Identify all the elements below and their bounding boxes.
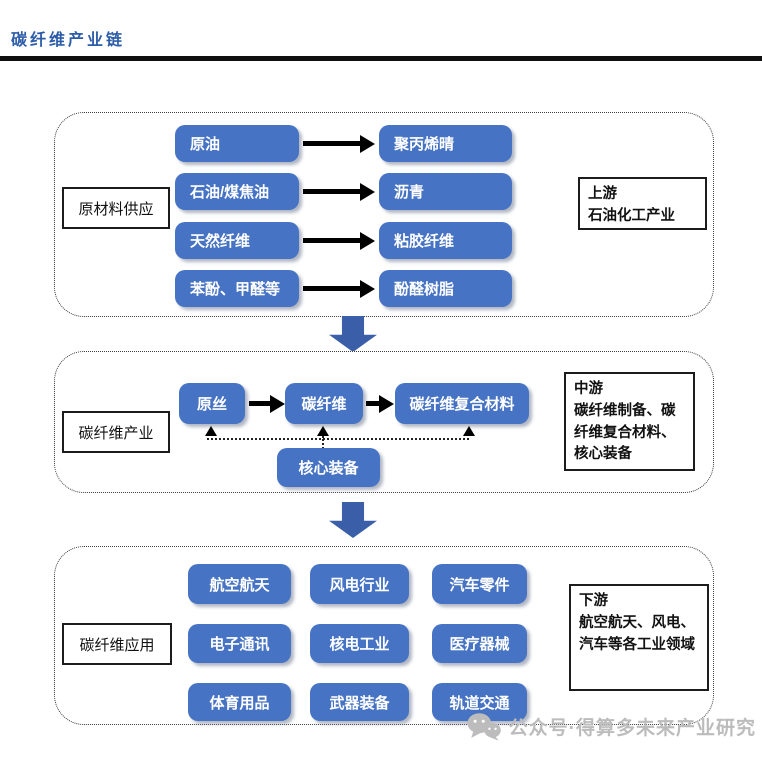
title-underline bbox=[0, 56, 762, 61]
node-precursor: 聚丙烯晴 bbox=[379, 125, 512, 162]
arrow-up-icon bbox=[317, 426, 329, 436]
upstream-note-body: 石油化工产业 bbox=[588, 207, 675, 224]
node-application: 武器装备 bbox=[310, 683, 409, 721]
node-carbon-fiber: 碳纤维 bbox=[285, 383, 363, 424]
node-application: 电子通讯 bbox=[188, 624, 291, 663]
arrow-up-icon bbox=[463, 426, 475, 436]
node-raw-material: 苯酚、甲醛等 bbox=[175, 270, 299, 307]
arrow-right-icon bbox=[249, 394, 285, 413]
upstream-label: 原材料供应 bbox=[62, 187, 170, 229]
node-raw-material: 原油 bbox=[175, 125, 299, 162]
upstream-note: 上游 石油化工产业 bbox=[578, 177, 707, 230]
node-precursor-fiber: 原丝 bbox=[179, 383, 245, 424]
midstream-note-body: 碳纤维制备、碳纤维复合材料、核心装备 bbox=[574, 402, 676, 463]
midstream-note: 中游 碳纤维制备、碳纤维复合材料、核心装备 bbox=[564, 372, 695, 471]
node-application: 核电工业 bbox=[310, 624, 409, 663]
upstream-note-heading: 上游 bbox=[588, 186, 617, 202]
dotted-connector bbox=[207, 438, 469, 440]
node-application: 汽车零件 bbox=[432, 564, 527, 604]
section-upstream: 原材料供应 原油 聚丙烯晴 石油/煤焦油 沥青 天然纤维 粘胶纤维 苯酚、甲醛等… bbox=[54, 112, 714, 317]
section-midstream: 碳纤维产业 原丝 碳纤维 碳纤维复合材料 核心装备 中游 碳纤维制备、碳纤维复合… bbox=[54, 351, 714, 493]
page-title: 碳纤维产业链 bbox=[11, 32, 126, 49]
node-application: 医疗器械 bbox=[432, 624, 527, 663]
midstream-note-heading: 中游 bbox=[574, 381, 603, 397]
watermark-text: 公众号·得算多未来产业研究 bbox=[508, 718, 756, 739]
node-application: 航空航天 bbox=[188, 564, 291, 604]
node-core-equipment: 核心装备 bbox=[277, 448, 380, 487]
arrow-right-icon bbox=[303, 279, 375, 298]
section-downstream: 碳纤维应用 航空航天 风电行业 汽车零件 电子通讯 核电工业 医疗器械 体育用品… bbox=[54, 546, 714, 725]
node-composite: 碳纤维复合材料 bbox=[395, 383, 529, 424]
downstream-note-body: 航空航天、风电、汽车等各工业领域 bbox=[579, 614, 695, 653]
downstream-label: 碳纤维应用 bbox=[62, 623, 172, 665]
node-precursor: 沥青 bbox=[379, 173, 512, 210]
node-application: 风电行业 bbox=[310, 564, 409, 604]
downstream-note: 下游 航空航天、风电、汽车等各工业领域 bbox=[569, 584, 709, 691]
downstream-note-heading: 下游 bbox=[579, 593, 608, 609]
watermark: 公众号·得算多未来产业研究 bbox=[467, 712, 756, 741]
arrow-right-icon bbox=[303, 182, 375, 201]
node-raw-material: 石油/煤焦油 bbox=[175, 173, 299, 210]
arrow-right-icon bbox=[303, 134, 375, 153]
node-application: 体育用品 bbox=[188, 683, 291, 721]
arrow-right-icon bbox=[366, 394, 394, 413]
arrow-up-icon bbox=[205, 426, 217, 436]
node-precursor: 粘胶纤维 bbox=[379, 222, 512, 259]
node-precursor: 酚醛树脂 bbox=[379, 270, 512, 307]
dotted-connector-vertical bbox=[322, 436, 324, 449]
wechat-bubbles-icon bbox=[467, 712, 501, 741]
midstream-label: 碳纤维产业 bbox=[62, 411, 170, 453]
arrow-down-icon bbox=[329, 316, 377, 352]
arrow-right-icon bbox=[303, 231, 375, 250]
node-raw-material: 天然纤维 bbox=[175, 222, 299, 259]
arrow-down-icon bbox=[329, 502, 377, 538]
